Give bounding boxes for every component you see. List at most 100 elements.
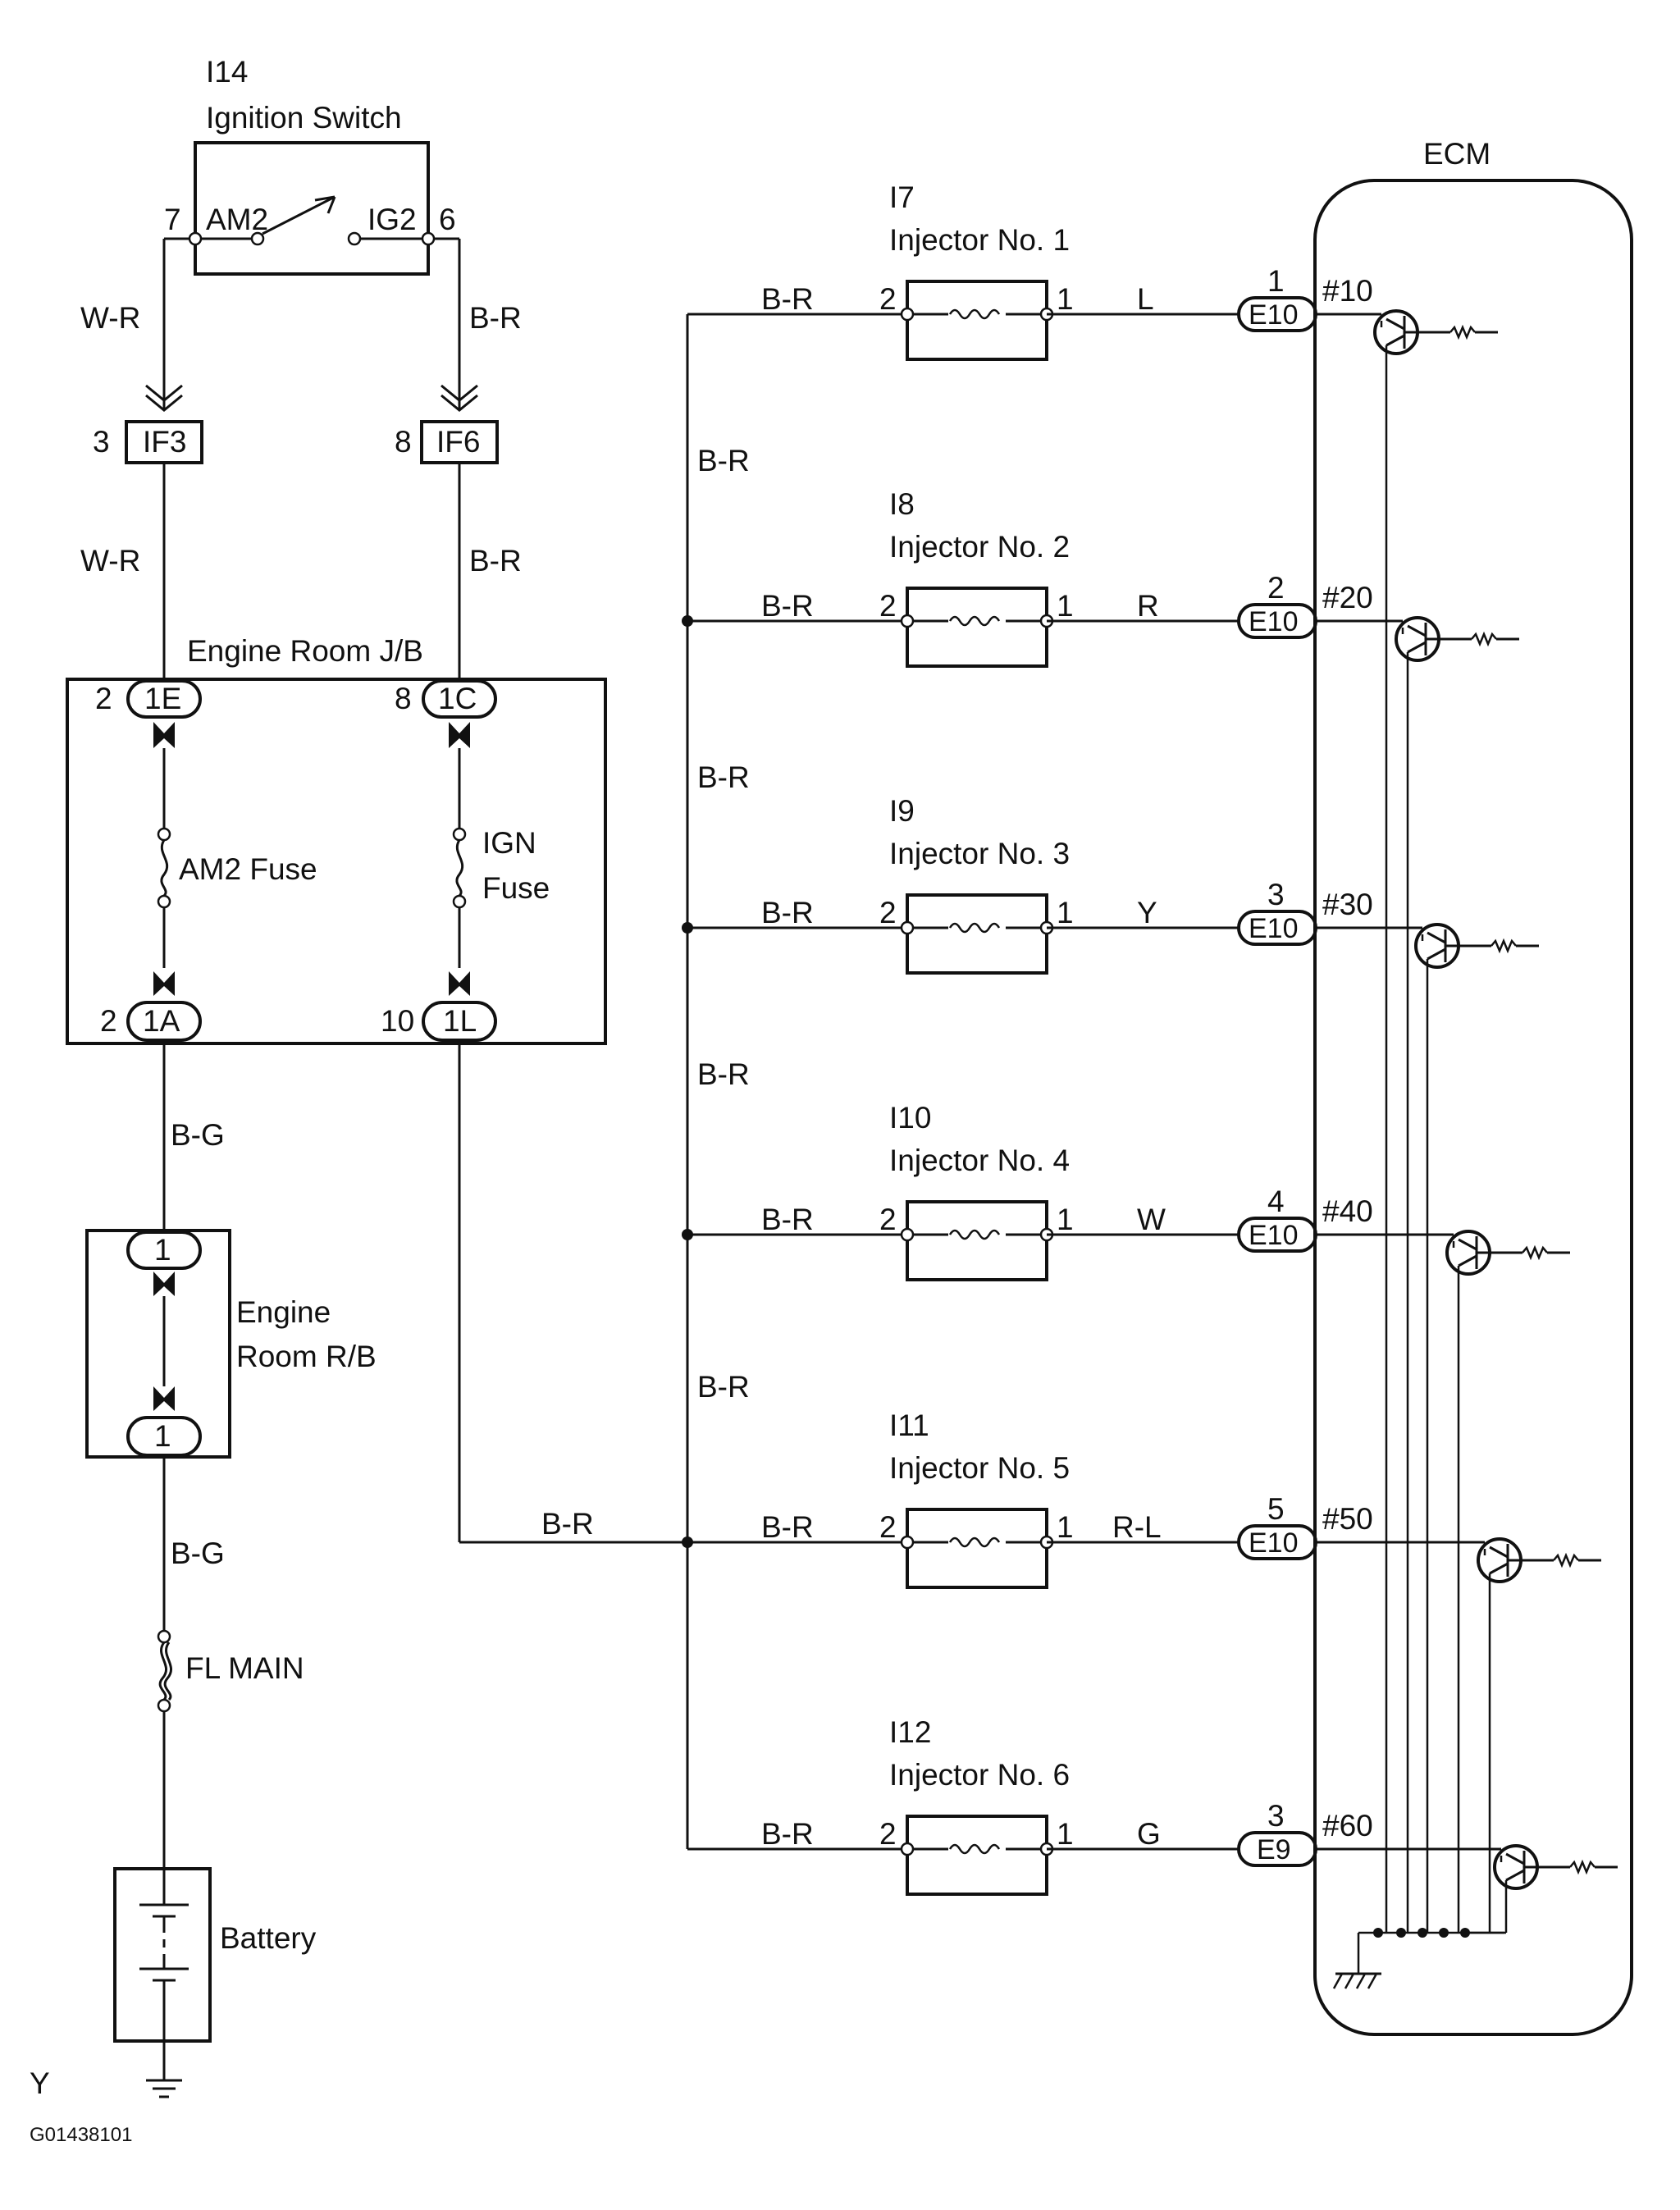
wire-label-bg-upper: B-G xyxy=(171,1118,225,1152)
ecm-label: ECM xyxy=(1423,137,1491,171)
svg-text:1: 1 xyxy=(154,1233,171,1267)
connector-if6-pin: 8 xyxy=(395,425,412,459)
injector-supply-wire-label: B-R xyxy=(761,589,814,623)
engine-room-rb-label-2: Room R/B xyxy=(236,1340,377,1373)
injector-name: Injector No. 4 xyxy=(889,1144,1070,1177)
driver-transistor-icon xyxy=(1373,309,1498,355)
injector-ref: I10 xyxy=(889,1101,931,1135)
injector-name: Injector No. 3 xyxy=(889,837,1070,870)
battery: Battery xyxy=(113,1867,317,2043)
footer-code: G01438101 xyxy=(30,2124,132,2146)
injector-coil-icon xyxy=(948,922,1001,934)
ignition-switch-pin-6: 6 xyxy=(439,203,456,236)
ecm: ECM xyxy=(1313,137,1633,2036)
injector-name: Injector No. 2 xyxy=(889,530,1070,564)
svg-text:B-R: B-R xyxy=(697,1370,750,1404)
injector-signal-wire-label: Y xyxy=(1137,896,1157,929)
ecm-connector-pin: 1 xyxy=(1267,264,1285,298)
ecm-connector-pin: 3 xyxy=(1267,1799,1285,1833)
injector-pin-2: 2 xyxy=(879,589,897,623)
ecm-connector-label: E10 xyxy=(1249,913,1299,944)
svg-text:B-R: B-R xyxy=(697,444,750,477)
driver-transistor-icon xyxy=(1414,923,1539,969)
injector-body xyxy=(906,587,1048,668)
svg-text:1: 1 xyxy=(154,1419,171,1453)
ecm-connector-pin: 5 xyxy=(1267,1492,1285,1526)
ecm-connector-pin: 3 xyxy=(1267,878,1285,911)
ground-junction xyxy=(1396,1928,1406,1938)
injector-signal-wire-label: W xyxy=(1137,1203,1166,1236)
injector-body xyxy=(906,1508,1048,1589)
wire-label-wr-upper: W-R xyxy=(80,301,140,335)
injector-ref: I11 xyxy=(889,1409,929,1442)
injector-signal-wire-label: G xyxy=(1137,1817,1161,1851)
fl-main-label: FL MAIN xyxy=(185,1651,304,1685)
ign-fuse-label-2: Fuse xyxy=(482,871,550,905)
injector-pin-1: 1 xyxy=(1057,1510,1074,1544)
injector-ref: I9 xyxy=(889,794,915,828)
engine-room-jb-label: Engine Room J/B xyxy=(187,634,423,668)
wire-label-br-lower: B-R xyxy=(469,544,522,578)
connector-1c xyxy=(422,679,497,719)
injector-name: Injector No. 6 xyxy=(889,1758,1070,1792)
ecm-connector-label: E9 xyxy=(1257,1834,1291,1865)
svg-text:IF6: IF6 xyxy=(436,425,480,459)
ground-junction xyxy=(1418,1928,1427,1938)
rb-top-connector xyxy=(126,1231,202,1270)
engine-room-rb-label-1: Engine xyxy=(236,1295,331,1329)
ign-fuse-label-1: IGN xyxy=(482,826,536,860)
svg-text:IF3: IF3 xyxy=(143,425,186,459)
ignition-switch-term-am2: AM2 xyxy=(206,203,268,236)
injector-supply-wire-label: B-R xyxy=(761,896,814,929)
battery-label: Battery xyxy=(220,1921,317,1955)
fl-main-fusible-link: FL MAIN xyxy=(157,1629,304,1713)
injector-ref: I7 xyxy=(889,180,915,214)
injector-ref: I8 xyxy=(889,487,915,521)
am2-fuse-label: AM2 Fuse xyxy=(179,852,317,886)
ignition-switch-label: Ignition Switch xyxy=(206,101,402,135)
svg-text:8: 8 xyxy=(395,682,412,715)
injector-pin-2: 2 xyxy=(879,896,897,929)
ground-junction xyxy=(1439,1928,1449,1938)
br-wire-ign: B-R IF6 8 B-R xyxy=(395,237,522,679)
ignition-switch-body xyxy=(194,141,430,276)
injector-name: Injector No. 5 xyxy=(889,1451,1070,1485)
ecm-terminal-label: #50 xyxy=(1322,1502,1373,1536)
injector-supply-wire-label: B-R xyxy=(761,1510,814,1544)
connector-1e xyxy=(126,679,202,719)
wire-label-wr-lower: W-R xyxy=(80,544,140,578)
svg-text:1E: 1E xyxy=(144,682,181,715)
ground-junction xyxy=(1373,1928,1383,1938)
svg-text:1C: 1C xyxy=(438,682,477,715)
injector-signal-wire-label: R-L xyxy=(1112,1510,1162,1544)
injector-coil-icon xyxy=(948,615,1001,627)
injector-supply-wire-label: B-R xyxy=(761,1817,814,1851)
injector-pin-2: 2 xyxy=(879,282,897,316)
injector-pin-1: 1 xyxy=(1057,1203,1074,1236)
injector-pin-1: 1 xyxy=(1057,896,1074,929)
ecm-connector-label: E10 xyxy=(1249,1220,1299,1251)
driver-transistor-icon xyxy=(1445,1230,1570,1276)
svg-text:2: 2 xyxy=(100,1004,117,1038)
driver-transistor-icon xyxy=(1493,1844,1618,1890)
ecm-connector-label: E10 xyxy=(1249,606,1299,637)
driver-transistor-icon xyxy=(1395,616,1519,662)
injector-coil-icon xyxy=(948,308,1001,320)
injector-pin-2: 2 xyxy=(879,1817,897,1851)
svg-text:1A: 1A xyxy=(143,1004,180,1038)
injector-coil-icon xyxy=(948,1229,1001,1240)
svg-text:1L: 1L xyxy=(443,1004,477,1038)
injector-pin-1: 1 xyxy=(1057,282,1074,316)
ignition-switch-ref: I14 xyxy=(206,55,248,89)
ecm-terminal-label: #10 xyxy=(1322,274,1373,308)
injector-signal-wire-label: R xyxy=(1137,589,1159,623)
injector-pin-1: 1 xyxy=(1057,1817,1074,1851)
wire-label-br-upper: B-R xyxy=(469,301,522,335)
injector-pin-2: 2 xyxy=(879,1203,897,1236)
injector-body xyxy=(906,893,1048,975)
footer-letter: Y xyxy=(30,2066,50,2100)
ignition-switch-term-ig2: IG2 xyxy=(368,203,417,236)
